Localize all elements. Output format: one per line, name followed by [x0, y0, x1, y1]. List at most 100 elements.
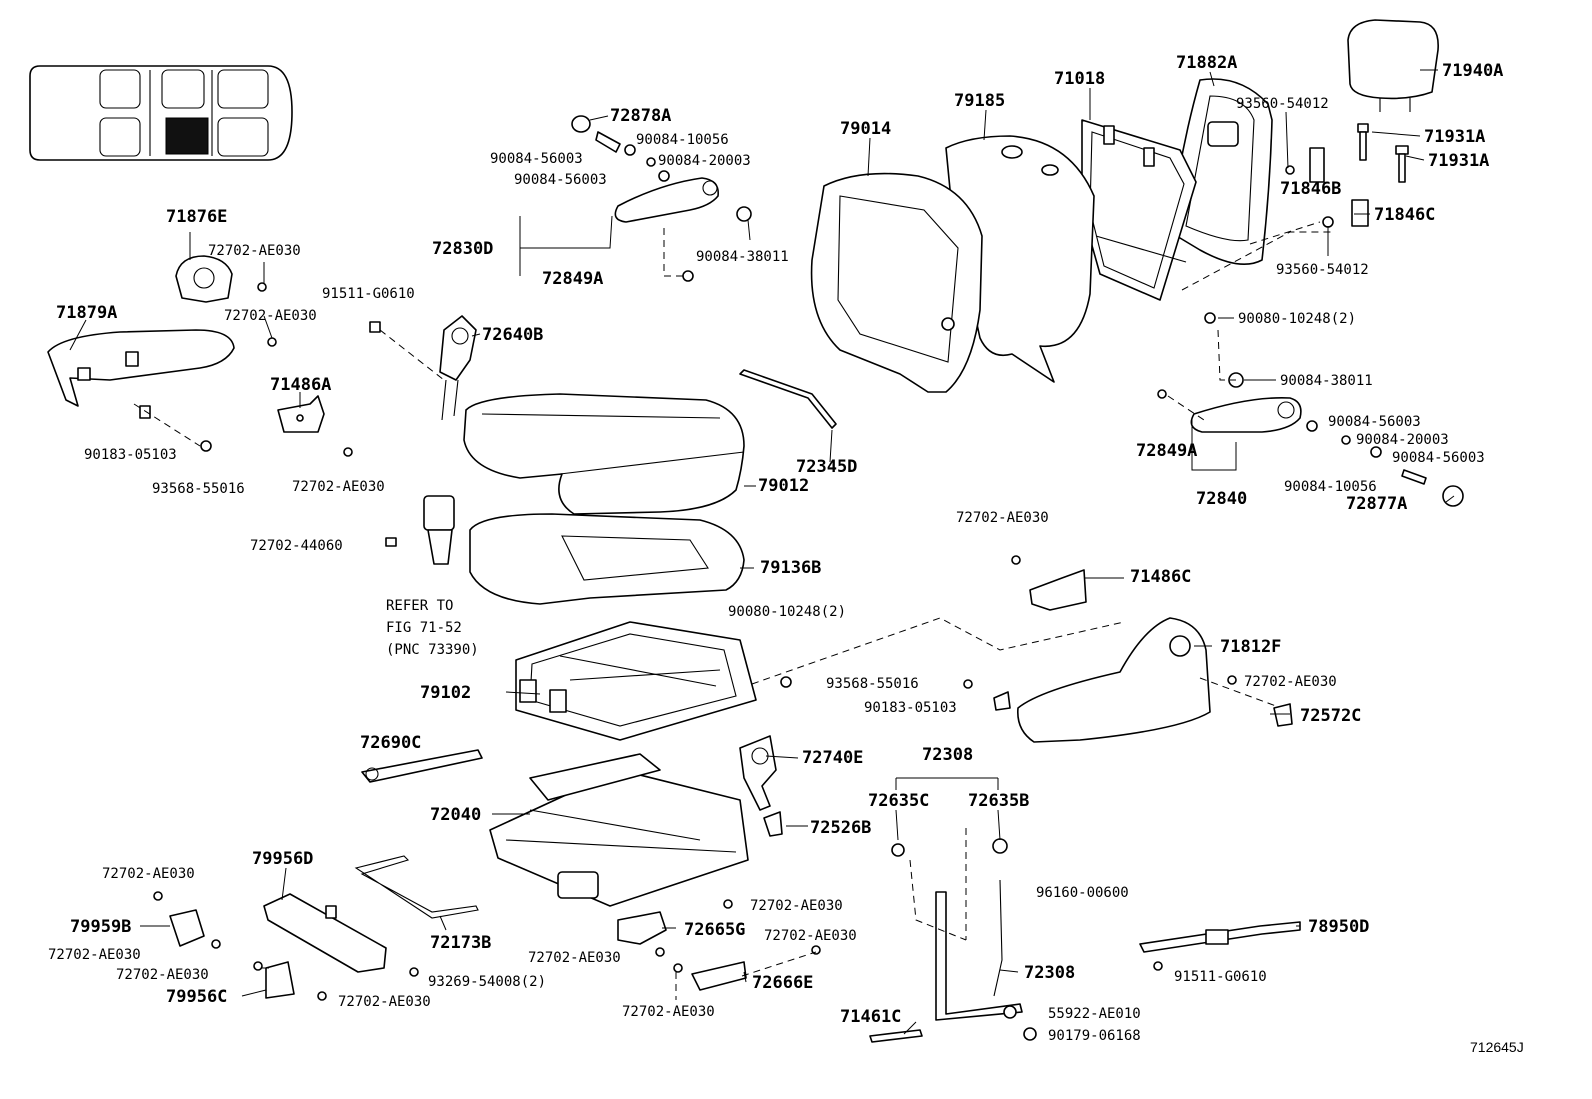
part-label: 72635B	[968, 791, 1029, 811]
part-label: 71876E	[166, 207, 227, 227]
part-label: 90179-06168	[1048, 1028, 1141, 1044]
part-label: 90084-20003	[1356, 432, 1449, 448]
part-label: 72840	[1196, 489, 1247, 509]
part-label: 71931A	[1424, 127, 1485, 147]
part-label: 72635C	[868, 791, 929, 811]
labels: 71940A 71931A 71931A 71882A 71018 79185 …	[48, 53, 1524, 1055]
part-label: 72702-AE030	[622, 1004, 715, 1020]
part-label: 72702-AE030	[208, 243, 301, 259]
refer-note-line2: FIG 71-52	[386, 620, 462, 636]
cushion-cover-79012	[463, 393, 745, 515]
part-label: 71018	[1054, 69, 1105, 89]
track-72040	[489, 753, 749, 907]
shield-71812f	[963, 617, 1293, 743]
part-label: 93568-55016	[152, 481, 245, 497]
refer-note-line1: REFER TO	[386, 598, 453, 614]
part-label: 72702-AE030	[102, 866, 195, 882]
part-label: 90080-10248(2)	[1238, 311, 1356, 327]
rod-72173b	[354, 855, 479, 919]
part-label: 79959B	[70, 917, 131, 937]
part-label: 72526B	[810, 818, 871, 838]
rail-79956d	[263, 893, 419, 977]
part-label: 79956D	[252, 849, 313, 869]
part-label: 72702-AE030	[48, 947, 141, 963]
headrest-guides	[1357, 123, 1409, 183]
part-label: 78950D	[1308, 917, 1369, 937]
part-label: 90084-56003	[514, 172, 607, 188]
part-label: 72702-44060	[250, 538, 343, 554]
part-label: 72702-AE030	[528, 950, 621, 966]
back-board-71882a	[1169, 78, 1273, 266]
part-label: 79014	[840, 119, 891, 139]
rod-72345d	[739, 369, 837, 429]
back-frame-71018	[1081, 119, 1197, 301]
cover-71876e	[175, 255, 267, 303]
part-label: 72830D	[432, 239, 493, 259]
latch-72308	[869, 838, 1037, 1043]
cover-71879a	[47, 329, 277, 452]
cover-79956c	[253, 961, 327, 1001]
part-label: 72572C	[1300, 706, 1361, 726]
part-label: 90084-10056	[636, 132, 729, 148]
part-label: 72702-AE030	[764, 928, 857, 944]
part-label: 72308	[1024, 963, 1075, 983]
part-label: 72665G	[684, 920, 745, 940]
part-label: 79102	[420, 683, 471, 703]
part-label: 71486C	[1130, 567, 1191, 587]
part-label: 90183-05103	[84, 447, 177, 463]
part-label: 71461C	[840, 1007, 901, 1027]
lever-72740e	[739, 735, 777, 811]
refer-note-line3: (PNC 73390)	[386, 642, 479, 658]
part-label: 71940A	[1442, 61, 1503, 81]
highlighted-seat	[165, 117, 209, 155]
figure-id: 712645J	[1470, 1039, 1524, 1055]
part-label: 90084-56003	[1328, 414, 1421, 430]
part-label: 72702-AE030	[116, 967, 209, 983]
cushion-pad-79136b	[469, 513, 745, 605]
recliner-unit-72640b	[369, 315, 477, 421]
part-label: 93269-54008(2)	[428, 974, 546, 990]
part-label: 72849A	[542, 269, 603, 289]
part-label: 72702-AE030	[224, 308, 317, 324]
bracket-71486c	[1011, 555, 1087, 611]
part-label: 71812F	[1220, 637, 1281, 657]
headrest	[1347, 19, 1439, 112]
bracket-71486a	[277, 395, 353, 457]
seatback-pad-79014	[810, 172, 983, 393]
part-label: 72702-AE030	[1244, 674, 1337, 690]
belt-72690c	[361, 749, 483, 783]
part-label: 71846B	[1280, 179, 1341, 199]
part-label: 90084-38011	[1280, 373, 1373, 389]
part-label: 72666E	[752, 973, 813, 993]
part-label: 90084-56003	[1392, 450, 1485, 466]
vehicle-locator-inset	[29, 65, 293, 161]
part-label: 71879A	[56, 303, 117, 323]
part-label: 91511-G0610	[1174, 969, 1267, 985]
part-label: 71486A	[270, 375, 331, 395]
leader-lines	[69, 69, 1455, 1035]
part-label: 72740E	[802, 748, 863, 768]
recliner-handle-right	[1157, 389, 1464, 507]
belt-78950d	[1139, 921, 1301, 971]
part-label: 90084-20003	[658, 153, 751, 169]
part-label: 71846C	[1374, 205, 1435, 225]
part-label: 90084-56003	[490, 151, 583, 167]
part-label: 93568-55016	[826, 676, 919, 692]
recliner-handle-left	[571, 115, 752, 282]
bracket-72666e	[673, 945, 821, 991]
seatback-cover-79185	[945, 135, 1095, 383]
seat-frame-79102	[515, 621, 792, 741]
part-label: 72702-AE030	[338, 994, 431, 1010]
part-label: 72308	[922, 745, 973, 765]
part-label: 93560-54012	[1236, 96, 1329, 112]
part-label: 72690C	[360, 733, 421, 753]
part-label: 72849A	[1136, 441, 1197, 461]
part-label: 79136B	[760, 558, 821, 578]
part-label: 79012	[758, 476, 809, 496]
part-label: 71931A	[1428, 151, 1489, 171]
part-label: 72040	[430, 805, 481, 825]
part-label: 90183-05103	[864, 700, 957, 716]
part-label: 72173B	[430, 933, 491, 953]
part-label: 55922-AE010	[1048, 1006, 1141, 1022]
